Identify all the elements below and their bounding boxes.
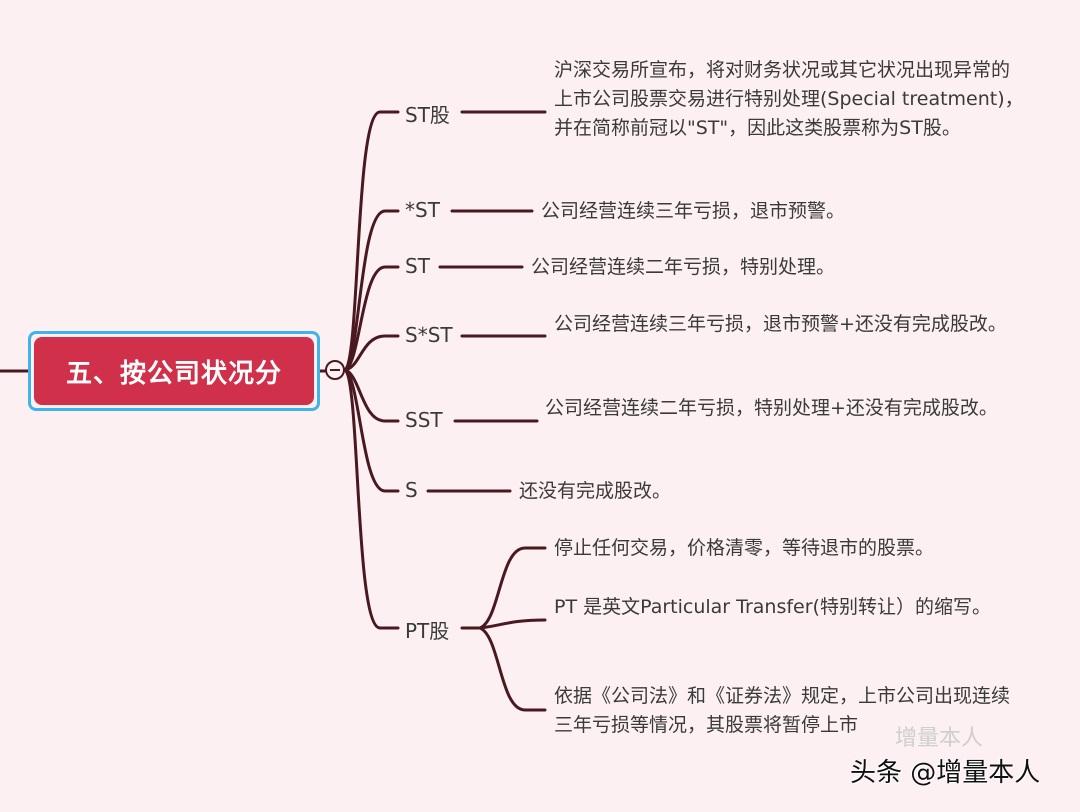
collapse-toggle-icon[interactable] [325, 360, 345, 380]
desc-s[interactable]: 还没有完成股改。 [519, 480, 672, 502]
pt-child-3[interactable]: 依据《公司法》和《证券法》规定，上市公司出现连续三年亏损等情况，其股票将暂停上市 [554, 685, 1011, 736]
desc-sst[interactable]: 公司经营连续二年亏损，特别处理+还没有完成股改。 [545, 397, 998, 419]
pt-child-2[interactable]: PT 是英文Particular Transfer(特别转让）的缩写。 [554, 596, 991, 618]
branch-pt-stock[interactable]: PT股 [405, 619, 450, 643]
branch-star-st[interactable]: *ST [405, 198, 440, 222]
branch-st-stock[interactable]: ST股 [405, 103, 450, 127]
branch-s-star-st[interactable]: S*ST [405, 323, 453, 347]
branch-sst[interactable]: SST [405, 408, 443, 432]
desc-s-star-st[interactable]: 公司经营连续三年亏损，退市预警+还没有完成股改。 [554, 313, 1007, 335]
watermark: 头条 @增量本人 [850, 758, 1041, 788]
watermark-faint: 增量本人 [895, 726, 984, 751]
desc-star-st[interactable]: 公司经营连续三年亏损，退市预警。 [541, 200, 846, 222]
branch-st[interactable]: ST [405, 254, 430, 278]
desc-st[interactable]: 公司经营连续二年亏损，特别处理。 [531, 256, 836, 278]
desc-st-stock[interactable]: 沪深交易所宣布，将对财务状况或其它状况出现异常的上市公司股票交易进行特别处理(S… [554, 59, 1024, 139]
pt-child-1[interactable]: 停止任何交易，价格清零，等待退市的股票。 [554, 537, 935, 559]
root-topic[interactable]: 五、按公司状况分 [34, 337, 314, 405]
branch-s[interactable]: S [405, 478, 418, 502]
